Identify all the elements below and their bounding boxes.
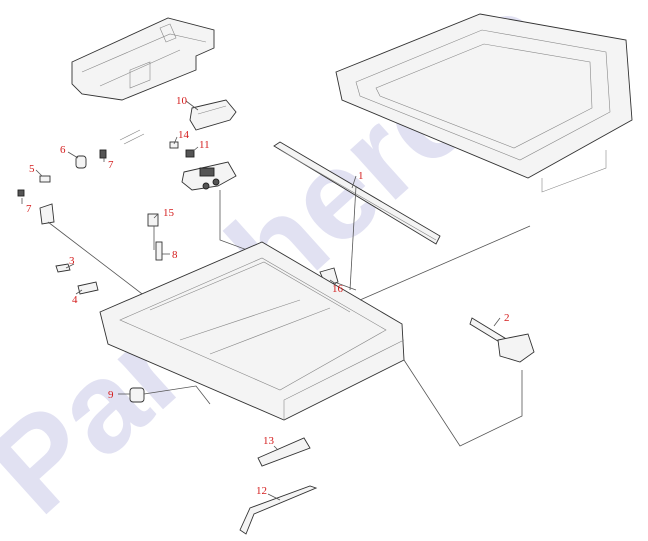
lower-tray: [99, 225, 531, 447]
callout-15: 15: [163, 207, 175, 219]
leader-lines: [21, 100, 501, 501]
part-10-plate: [189, 99, 237, 131]
part-12-cable: [239, 485, 318, 535]
callout-14: 14: [178, 129, 190, 141]
part-11-clip: [185, 149, 195, 158]
callout-11: 11: [199, 139, 210, 151]
callout-3: 3: [69, 255, 75, 267]
part-8-spring: [155, 241, 163, 261]
callout-16: 16: [332, 283, 344, 295]
callout-9: 9: [108, 389, 114, 401]
part-6-gear: [75, 155, 87, 169]
part-7-collar-upper: [99, 149, 107, 159]
part-4-spring: [77, 281, 99, 295]
part-7-collar-lower: [17, 189, 25, 197]
callout-13: 13: [263, 435, 275, 447]
part-13-sheet: [257, 437, 311, 467]
part-15-latch: [147, 213, 159, 250]
callout-8: 8: [172, 249, 178, 261]
callout-2: 2: [504, 312, 510, 324]
part-1-rail: [273, 141, 441, 291]
shaft-segment: [119, 129, 145, 145]
callout-7-lower: 7: [26, 203, 32, 215]
part-3-screw: [55, 263, 71, 273]
top-cover-frame: [335, 13, 633, 193]
part-14-clip: [169, 141, 179, 149]
sensor-assembly: [181, 161, 357, 291]
bracket-left: [39, 203, 151, 301]
callout-4: 4: [72, 294, 78, 306]
callout-7-upper: 7: [108, 159, 114, 171]
callout-10: 10: [176, 95, 188, 107]
callout-5: 5: [29, 163, 35, 175]
callout-1: 1: [358, 170, 364, 182]
part-2-motor: [469, 317, 535, 363]
part-5-bushing: [39, 175, 51, 183]
callout-6: 6: [60, 144, 66, 156]
callouts: 1 2 3 4 5 6 7 7 8 9 10 11 12 13 14 15 16: [26, 95, 510, 497]
callout-12: 12: [256, 485, 267, 497]
part-9-roller: [129, 385, 211, 405]
scanner-unit-top-left: [71, 17, 215, 101]
